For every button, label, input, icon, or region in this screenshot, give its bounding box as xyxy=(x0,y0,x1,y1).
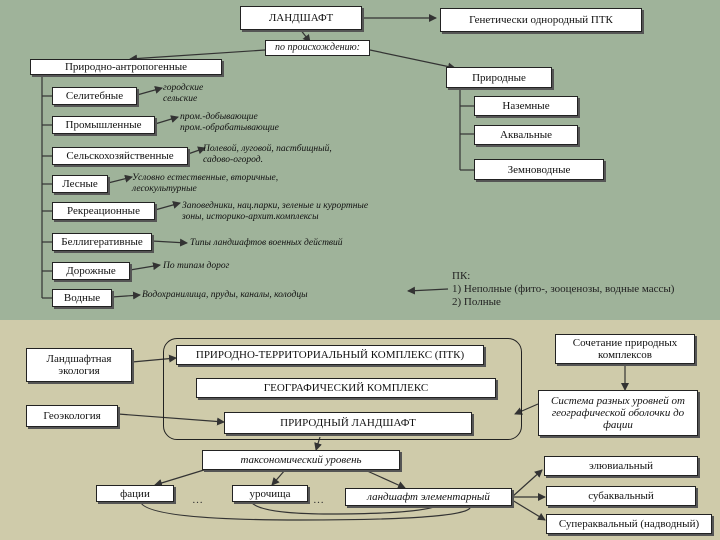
subaqual-label: субаквальный xyxy=(588,490,654,502)
landscape-box: ЛАНДШАФТ xyxy=(240,6,362,30)
pk-note-line1: ПК: xyxy=(452,270,471,282)
arrow-tax-urochishcha xyxy=(271,469,286,486)
combination-box: Сочетание природных комплексов xyxy=(555,334,695,364)
urochishcha-box: урочища xyxy=(232,485,308,502)
dots-1: … xyxy=(192,494,203,506)
arrow-landscape-origin xyxy=(299,28,311,43)
type-box-selitebnye: Селитебные xyxy=(52,87,137,105)
pk-note-line2: 1) Неполные (фито-, зооценозы, водные ма… xyxy=(452,283,675,295)
type-box-vodnye: Водные xyxy=(52,289,112,307)
note-selskokhozyaystvennye: Полевой, луговой, пастбищный, садово-ого… xyxy=(203,144,332,165)
note-vodnye: Водохранилища, пруды, каналы, колодцы xyxy=(142,290,308,300)
geoecology-box: Геоэкология xyxy=(26,405,118,427)
by-origin-box: по происхождению: xyxy=(265,40,370,56)
system-levels-box: Система разных уровней от географической… xyxy=(538,390,698,436)
arrow-type-8 xyxy=(111,291,141,300)
superaqual-box: Супераквальный (надводный) xyxy=(546,514,712,534)
subaqual-box: субаквальный xyxy=(546,486,696,506)
arrow-type-3 xyxy=(187,146,206,155)
genetic-ptk-box: Генетически однородный ПТК xyxy=(440,8,642,32)
arrow-type-1 xyxy=(136,86,163,96)
superaqual-label: Супераквальный (надводный) xyxy=(558,518,700,530)
natural-landscape-label: ПРИРОДНЫЙ ЛАНДШАФТ xyxy=(280,417,416,429)
arrow-geoecology-landscape xyxy=(117,413,225,426)
urochishcha-label: урочища xyxy=(249,487,291,500)
eluvial-label: элювиальный xyxy=(589,460,653,472)
facies-label: фации xyxy=(120,487,150,500)
arrow-system-complex xyxy=(514,403,539,415)
arrow-ecology-ptk xyxy=(131,354,177,363)
taxonomic-level-box: таксономический уровень xyxy=(202,450,400,470)
dots-2: … xyxy=(313,494,324,506)
by-origin-label: по происхождению: xyxy=(274,42,360,53)
pk-note: ПК: 1) Неполные (фито-, зооценозы, водны… xyxy=(452,270,674,309)
combination-label: Сочетание природных комплексов xyxy=(572,337,678,361)
type-box-lesnye: Лесные xyxy=(52,175,108,193)
elementary-landscape-label: ландшафт элементарный xyxy=(367,491,490,503)
natural-label: Природные xyxy=(472,71,526,84)
arrow-type-7 xyxy=(129,262,161,271)
note-promyshlennye: пром.-добывающие пром.-обрабатывающие xyxy=(180,112,279,133)
arrow-type-4 xyxy=(107,174,133,184)
geoecology-label: Геоэкология xyxy=(43,410,101,422)
natural-type-akvalnye: Аквальные xyxy=(474,125,578,145)
arrow-pk xyxy=(407,286,449,295)
taxonomic-level-label: таксономический уровень xyxy=(240,454,362,466)
curve-urochishcha-elementary xyxy=(249,499,441,515)
arrow-origin-natural xyxy=(369,49,456,71)
note-dorozhnye: По типам дорог xyxy=(163,261,230,271)
note-selitebnye: городские сельские xyxy=(163,83,204,104)
note-belligerativnye: Типы ландшафтов военных действий xyxy=(190,238,343,248)
type-box-dorozhnye: Дорожные xyxy=(52,262,130,280)
natural-landscape-box: ПРИРОДНЫЙ ЛАНДШАФТ xyxy=(224,412,472,434)
natural-box: Природные xyxy=(446,67,552,88)
elementary-landscape-box: ландшафт элементарный xyxy=(345,488,512,506)
note-rekreatsionnye: Заповедники, нац.парки, зеленые и курорт… xyxy=(182,201,369,222)
genetic-ptk-label: Генетически однородный ПТК xyxy=(469,14,613,26)
note-lesnye: Условно естественные, вторичные, лесокул… xyxy=(132,173,279,194)
arrow-type-6 xyxy=(151,238,188,247)
complex-group-frame xyxy=(163,338,522,440)
landscape-ecology-label: Ландшафтная экология xyxy=(46,353,112,377)
eluvial-box: элювиальный xyxy=(544,456,698,476)
natural-anthropogenic-label: Природно-антропогенные xyxy=(64,61,188,73)
ptk-box: ПРИРОДНО-ТЕРРИТОРИАЛЬНЫЙ КОМПЛЕКС (ПТК) xyxy=(176,345,484,365)
arrow-tax-elementary xyxy=(364,469,406,489)
geo-complex-label: ГЕОГРАФИЧЕСКИЙ КОМПЛЕКС xyxy=(263,382,429,394)
landscape-ecology-box: Ландшафтная экология xyxy=(26,348,132,382)
pk-note-line3: 2) Полные xyxy=(452,296,501,308)
arrow-elem-superaqual xyxy=(511,499,546,521)
arrow-type-5 xyxy=(154,201,181,211)
natural-anthropogenic-box: Природно-антропогенные xyxy=(30,59,222,75)
facies-box: фации xyxy=(96,485,174,502)
natural-type-zemnovodnye: Земноводные xyxy=(474,159,604,180)
arrow-origin-anthropogenic xyxy=(129,49,266,63)
type-box-belligerativnye: Беллигеративные xyxy=(52,233,152,251)
system-levels-label: Система разных уровней от географической… xyxy=(551,395,685,431)
geo-complex-box: ГЕОГРАФИЧЕСКИЙ КОМПЛЕКС xyxy=(196,378,496,398)
curve-facies-elementary xyxy=(139,499,472,521)
type-box-selskokhozyaystvennye: Сельскохозяйственные xyxy=(52,147,188,165)
arrow-elem-eluvial xyxy=(511,469,543,498)
ptk-label: ПРИРОДНО-ТЕРРИТОРИАЛЬНЫЙ КОМПЛЕКС (ПТК) xyxy=(195,349,465,361)
type-box-promyshlennye: Промышленные xyxy=(52,116,155,134)
landscape-label: ЛАНДШАФТ xyxy=(268,12,334,24)
natural-type-nazemnye: Наземные xyxy=(474,96,578,116)
arrow-type-2 xyxy=(154,115,179,125)
type-box-rekreatsionnye: Рекреационные xyxy=(52,202,155,220)
